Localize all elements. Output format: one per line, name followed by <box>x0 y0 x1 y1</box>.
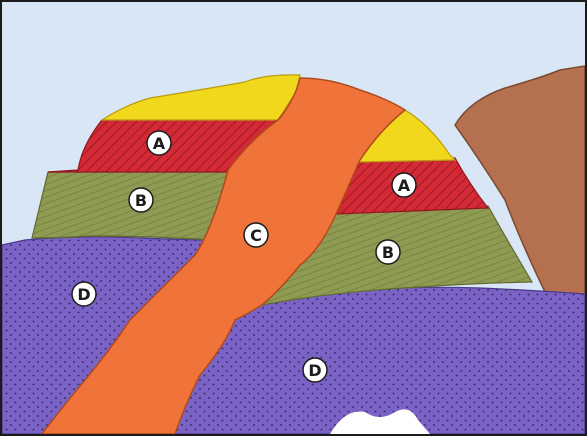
label-c: C <box>244 223 268 247</box>
svg-text:A: A <box>153 134 166 153</box>
svg-text:B: B <box>382 243 394 262</box>
label-d-left: D <box>72 282 96 306</box>
svg-text:C: C <box>250 226 262 245</box>
label-b-left: B <box>129 188 153 212</box>
label-b-right: B <box>376 240 400 264</box>
label-d-right: D <box>303 358 327 382</box>
svg-text:D: D <box>308 361 321 380</box>
label-a-left: A <box>147 131 171 155</box>
svg-text:A: A <box>398 176 411 195</box>
label-a-right: A <box>392 173 416 197</box>
svg-text:B: B <box>135 191 147 210</box>
svg-text:D: D <box>77 285 90 304</box>
